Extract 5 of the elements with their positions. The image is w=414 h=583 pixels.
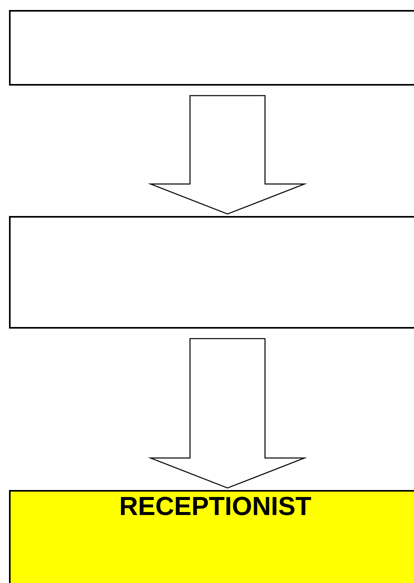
block-arrow <box>148 338 308 489</box>
block-arrow <box>148 95 308 215</box>
empty-box <box>9 216 414 329</box>
text-box: RECEPTIONIST <box>9 490 414 583</box>
empty-box <box>9 10 414 86</box>
